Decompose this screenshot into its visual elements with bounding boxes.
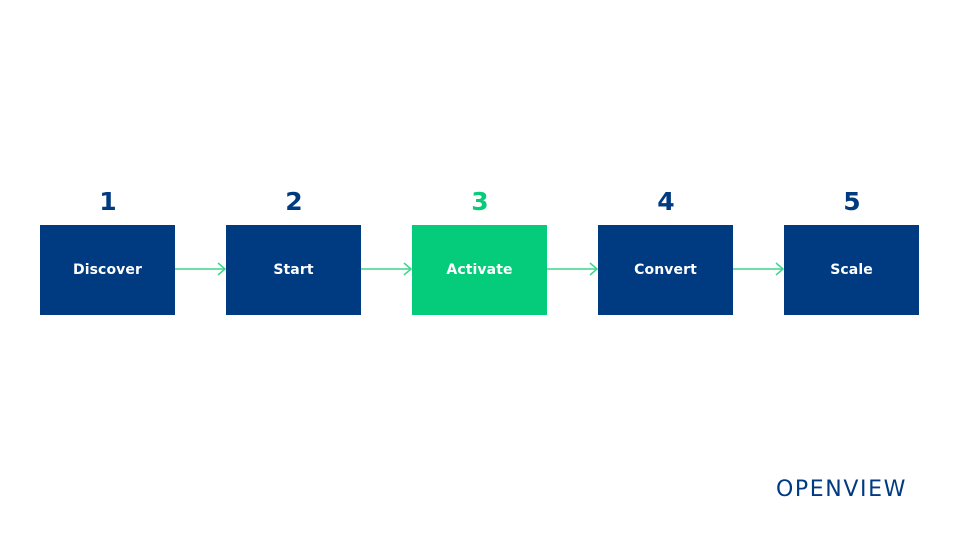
- step-box: Activate: [412, 225, 547, 315]
- step-box: Scale: [784, 225, 919, 315]
- arrow-icon: [361, 262, 413, 276]
- step-label: Activate: [446, 262, 513, 278]
- step-number: 3: [471, 187, 489, 216]
- step-number: 2: [285, 187, 303, 216]
- step-number: 4: [657, 187, 675, 216]
- arrow-icon: [547, 262, 599, 276]
- step-label: Start: [273, 262, 314, 278]
- step-label: Discover: [73, 262, 142, 278]
- step-number: 1: [99, 187, 117, 216]
- openview-logo: OPENVIEW: [776, 477, 907, 502]
- arrow-icon: [175, 262, 227, 276]
- step-label: Scale: [830, 262, 873, 278]
- step-box: Discover: [40, 225, 175, 315]
- step-box: Start: [226, 225, 361, 315]
- step-label: Convert: [634, 262, 697, 278]
- step-box: Convert: [598, 225, 733, 315]
- step-number: 5: [843, 187, 861, 216]
- arrow-icon: [733, 262, 785, 276]
